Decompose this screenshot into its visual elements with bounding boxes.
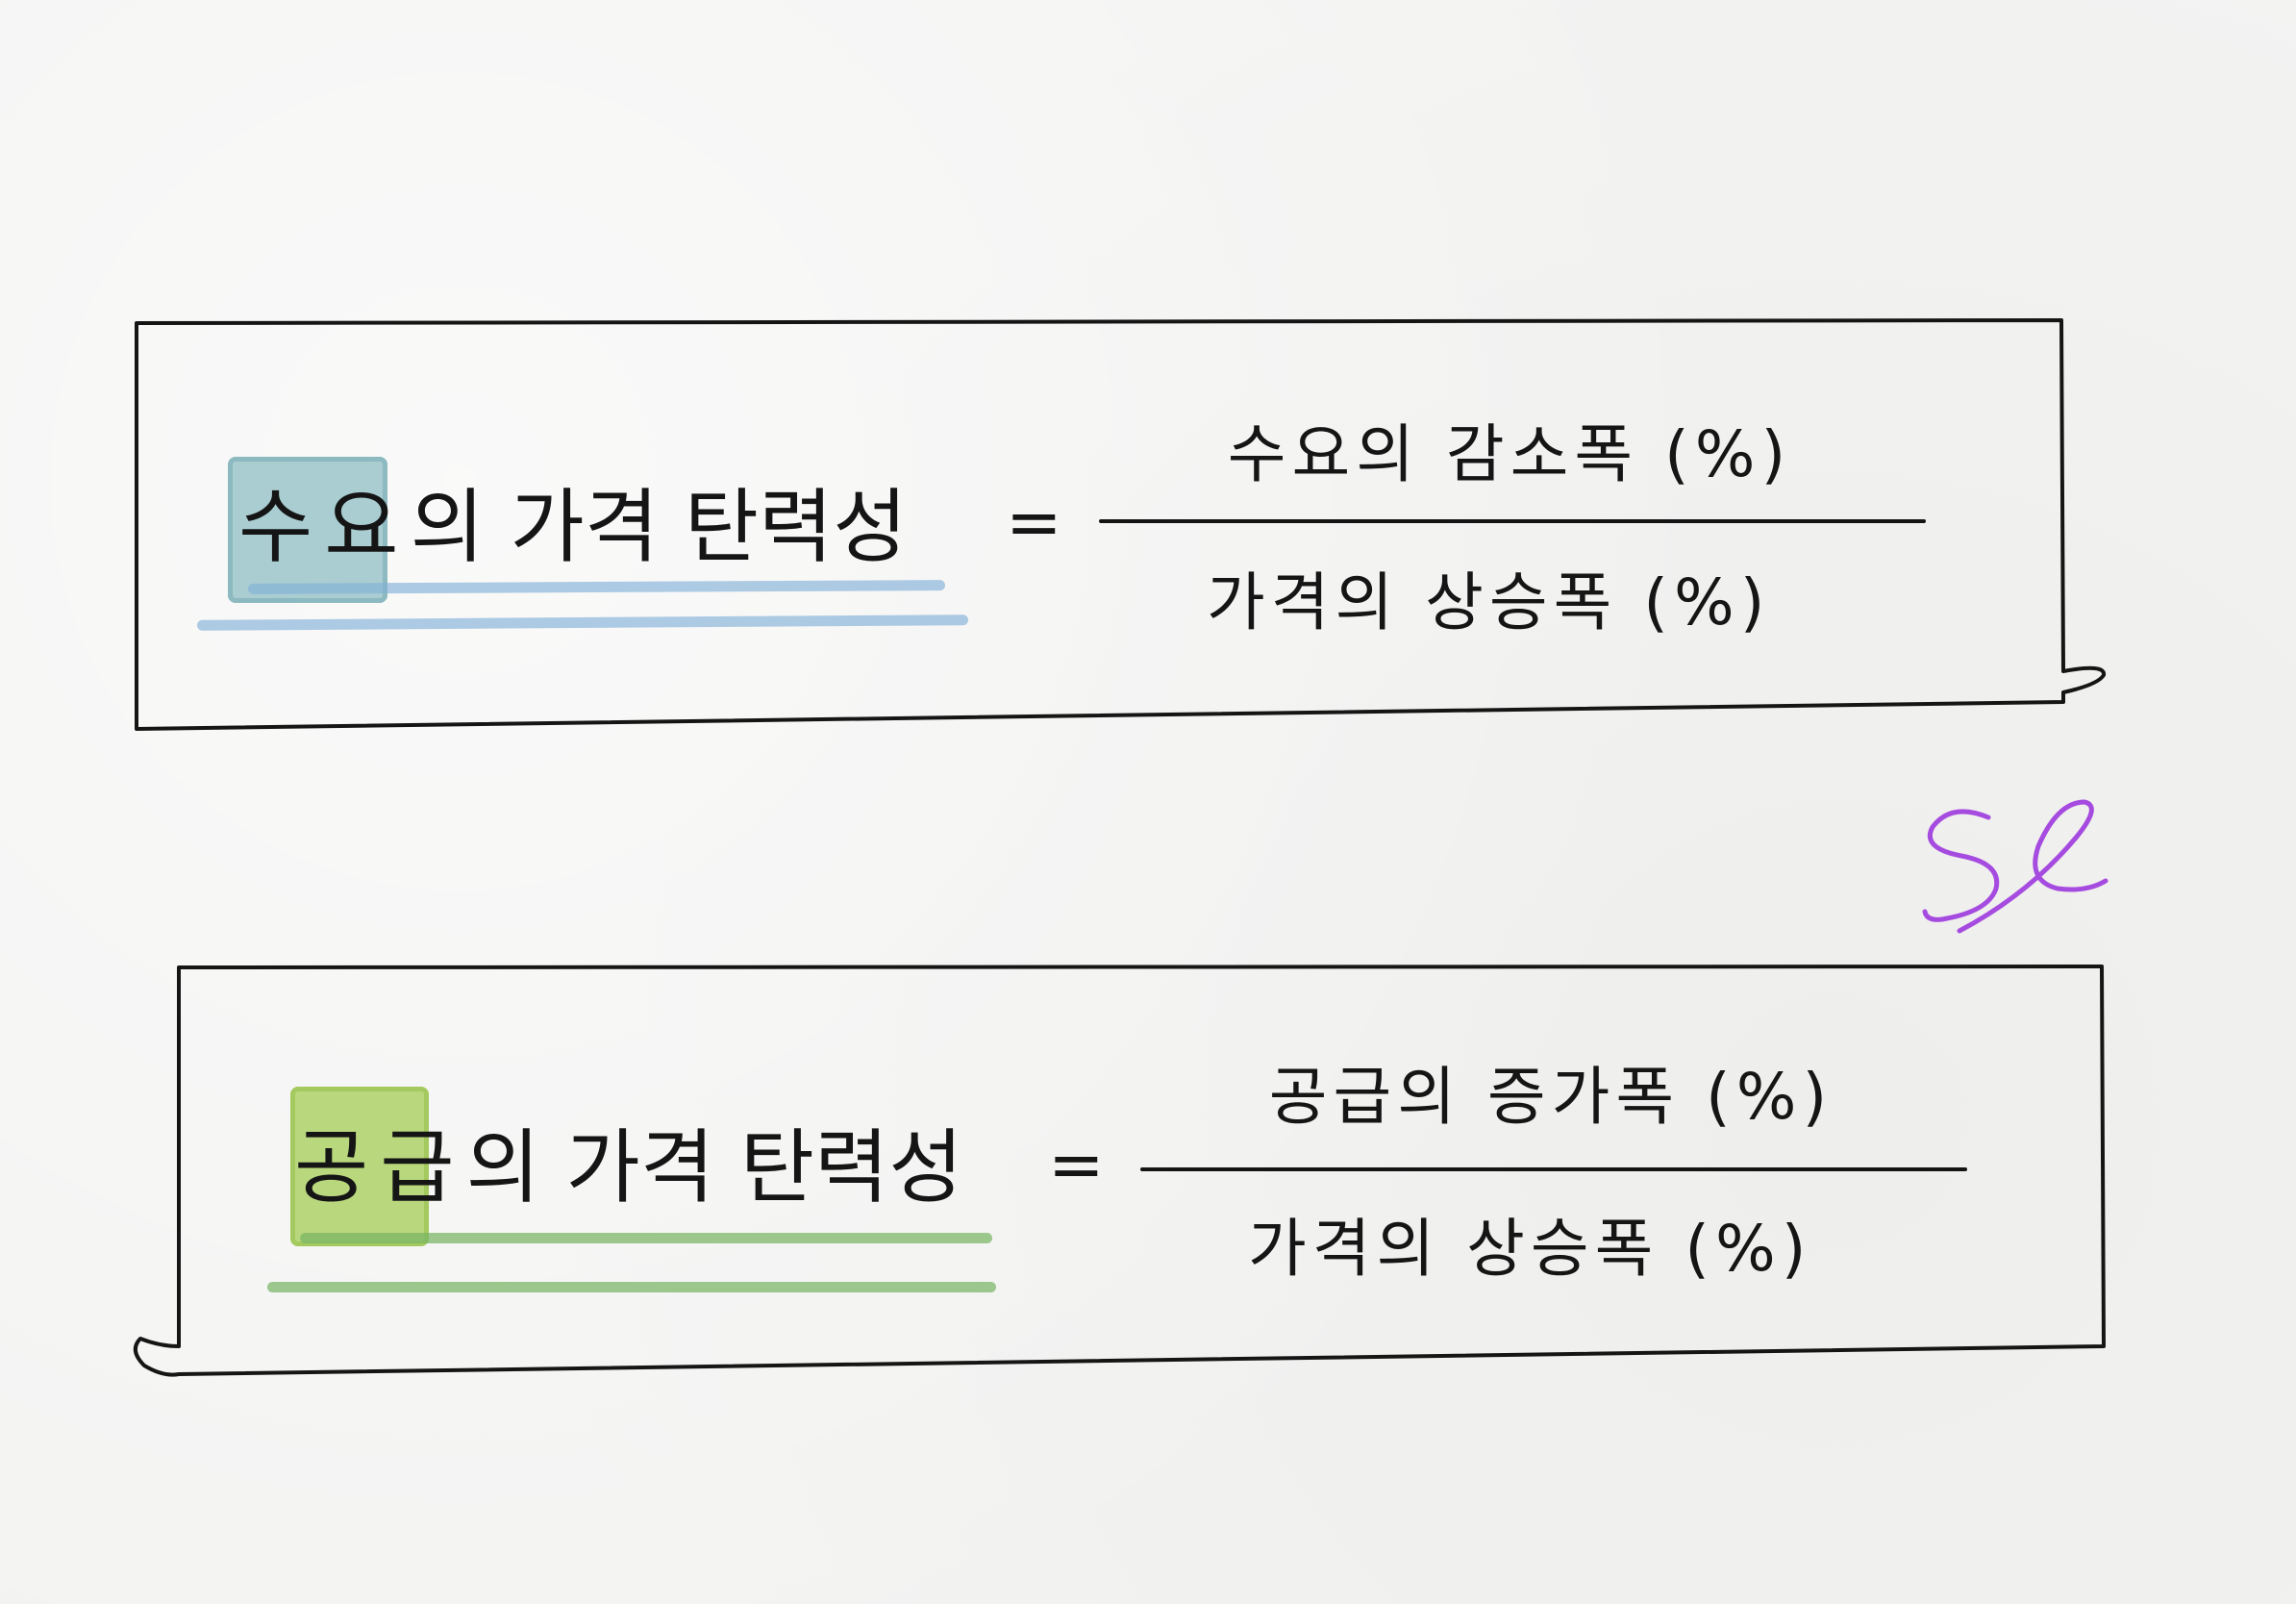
demand-highlight bbox=[228, 457, 387, 603]
supply-frame bbox=[133, 965, 2106, 1377]
demand-frame bbox=[135, 318, 2106, 731]
supply-numerator: 공급의 증가폭 (%) bbox=[1268, 1060, 1834, 1134]
demand-label-rest: 의 가격 탄력성 bbox=[410, 480, 908, 574]
demand-equals-sign: = bbox=[1006, 483, 1062, 562]
demand-denominator: 가격의 상승폭 (%) bbox=[1207, 565, 1771, 639]
supply-label-rest: 의 가격 탄력성 bbox=[465, 1120, 963, 1215]
demand-numerator: 수요의 감소폭 (%) bbox=[1227, 417, 1792, 491]
supply-fraction-bar bbox=[1140, 1167, 1967, 1171]
supply-highlight bbox=[290, 1087, 429, 1246]
handwritten-signature-icon bbox=[1922, 799, 2109, 934]
supply-underline-lower bbox=[267, 1282, 996, 1292]
demand-fraction-bar bbox=[1099, 519, 1926, 523]
demand-elasticity-label: 수요의 가격 탄력성 bbox=[238, 487, 908, 567]
supply-subject: 공급 bbox=[294, 1120, 466, 1215]
supply-equals-sign: = bbox=[1048, 1125, 1105, 1204]
demand-subject: 수요 bbox=[238, 480, 411, 574]
supply-underline-upper bbox=[300, 1233, 992, 1243]
supply-elasticity-label: 공급의 가격 탄력성 bbox=[294, 1127, 963, 1208]
supply-denominator: 가격의 상승폭 (%) bbox=[1248, 1212, 1812, 1286]
